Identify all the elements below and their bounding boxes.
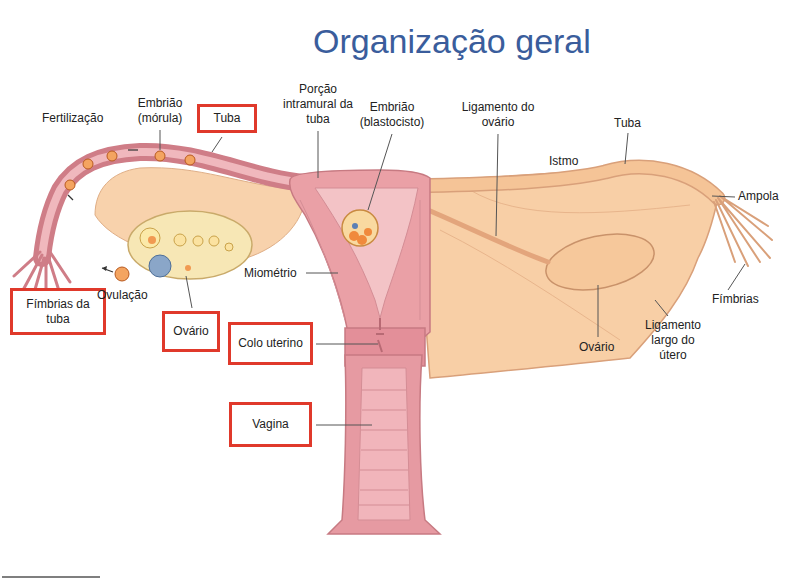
left-ovary xyxy=(185,265,191,271)
left-ovary xyxy=(140,228,160,248)
part-label: Embrião (blastocisto) xyxy=(360,100,425,129)
left-tube xyxy=(42,152,305,258)
part-label: Fertilização xyxy=(42,111,103,125)
embryo-cells xyxy=(185,155,195,165)
vagina xyxy=(359,390,409,505)
uterus xyxy=(357,235,367,245)
part-label: Embrião (mórula) xyxy=(138,96,183,125)
label-box: Tuba xyxy=(197,104,257,133)
part-label: Istmo xyxy=(549,154,578,168)
part-label-holder: Ligamento do ovário xyxy=(461,100,535,130)
part-label-holder: Fertilização xyxy=(42,111,103,126)
embryo-cells xyxy=(115,267,129,281)
part-label-holder: Embrião (blastocisto) xyxy=(350,100,434,130)
label-box: Fímbrias da tuba xyxy=(10,288,106,335)
part-label: Porção intramural da tuba xyxy=(283,82,353,126)
left-ovary xyxy=(209,236,219,246)
uterus xyxy=(315,188,418,318)
uterus xyxy=(300,200,420,320)
part-label-holder: Istmo xyxy=(549,154,578,169)
left-ovary xyxy=(193,236,203,246)
part-label: Ovulação xyxy=(97,288,148,302)
vagina xyxy=(328,355,440,534)
right-tube xyxy=(714,196,772,266)
leader-lines xyxy=(316,344,378,345)
part-label-holder: Tuba xyxy=(614,116,641,131)
box-label: Tuba xyxy=(214,111,241,126)
embryo-cells xyxy=(83,159,93,169)
leader-lines xyxy=(496,134,498,236)
right-ovary xyxy=(541,225,659,299)
left-ovary xyxy=(148,236,156,244)
embryo-cells xyxy=(128,149,138,150)
left-ovary xyxy=(128,211,252,279)
part-label-holder: Porção intramural da tuba xyxy=(280,82,356,127)
leader-lines xyxy=(186,276,192,308)
part-label: Fímbrias xyxy=(712,292,759,306)
broad-ligament xyxy=(415,165,718,378)
leader-lines xyxy=(160,130,161,150)
label-box: Colo uterino xyxy=(228,322,313,365)
uterus xyxy=(290,170,430,345)
cervix xyxy=(376,318,384,352)
part-label-holder: Fímbrias xyxy=(712,292,759,307)
leader-lines xyxy=(655,300,668,316)
part-label: Ampola xyxy=(738,189,779,203)
broad-ligament xyxy=(415,165,718,378)
part-label-holder: Ovário xyxy=(579,340,614,355)
leader-lines xyxy=(212,137,222,152)
part-label-holder: Ligamento largo do útero xyxy=(640,318,706,363)
vagina xyxy=(358,368,410,520)
leader-lines xyxy=(598,285,599,337)
broad-ligament xyxy=(470,190,690,213)
part-label: Ligamento largo do útero xyxy=(645,318,701,362)
leader-lines xyxy=(318,131,319,178)
label-box: Vagina xyxy=(229,402,312,447)
label-box: Ovário xyxy=(162,311,220,352)
part-label-holder: Ampola xyxy=(738,189,779,204)
leader-lines xyxy=(160,130,745,425)
embryo-cells xyxy=(68,195,73,200)
right-ovary xyxy=(428,210,659,299)
left-ovary xyxy=(149,255,171,277)
uterus xyxy=(342,210,378,246)
box-label: Colo uterino xyxy=(238,336,303,351)
part-label: Ovário xyxy=(579,340,614,354)
part-label: Ligamento do ovário xyxy=(462,100,535,129)
leader-lines xyxy=(625,133,628,164)
embryo-cells xyxy=(65,180,75,190)
left-ovary xyxy=(174,234,186,246)
page-title: Organização geral xyxy=(313,22,591,61)
left-ovary xyxy=(128,211,252,279)
part-label-holder: Miométrio xyxy=(244,266,297,281)
uterus xyxy=(364,228,372,236)
leader-lines xyxy=(728,264,745,290)
embryo-cells xyxy=(102,266,107,271)
leader-lines xyxy=(712,196,735,197)
leader-lines xyxy=(368,134,392,210)
leader-lines xyxy=(306,273,338,274)
uterus xyxy=(352,223,358,229)
uterus xyxy=(290,170,430,345)
embryo-cells xyxy=(65,150,195,281)
left-tube xyxy=(42,152,305,258)
box-label: Ovário xyxy=(173,324,208,339)
box-label: Vagina xyxy=(252,417,288,432)
left-tube xyxy=(14,152,305,300)
rule-line xyxy=(2,576,100,577)
leader-lines xyxy=(316,425,372,426)
left-ovary xyxy=(225,243,233,251)
part-label-holder: Ovulação xyxy=(97,288,148,303)
right-tube xyxy=(415,167,718,198)
right-tube xyxy=(415,167,718,198)
right-ovary xyxy=(428,210,548,262)
embryo-cells xyxy=(107,151,117,161)
part-label: Tuba xyxy=(614,116,641,130)
embryo-cells xyxy=(155,151,165,161)
box-label: Fímbrias da tuba xyxy=(13,297,103,327)
part-label: Miométrio xyxy=(244,266,297,280)
vagina xyxy=(328,355,440,534)
part-label-holder: Embrião (mórula) xyxy=(128,96,192,126)
